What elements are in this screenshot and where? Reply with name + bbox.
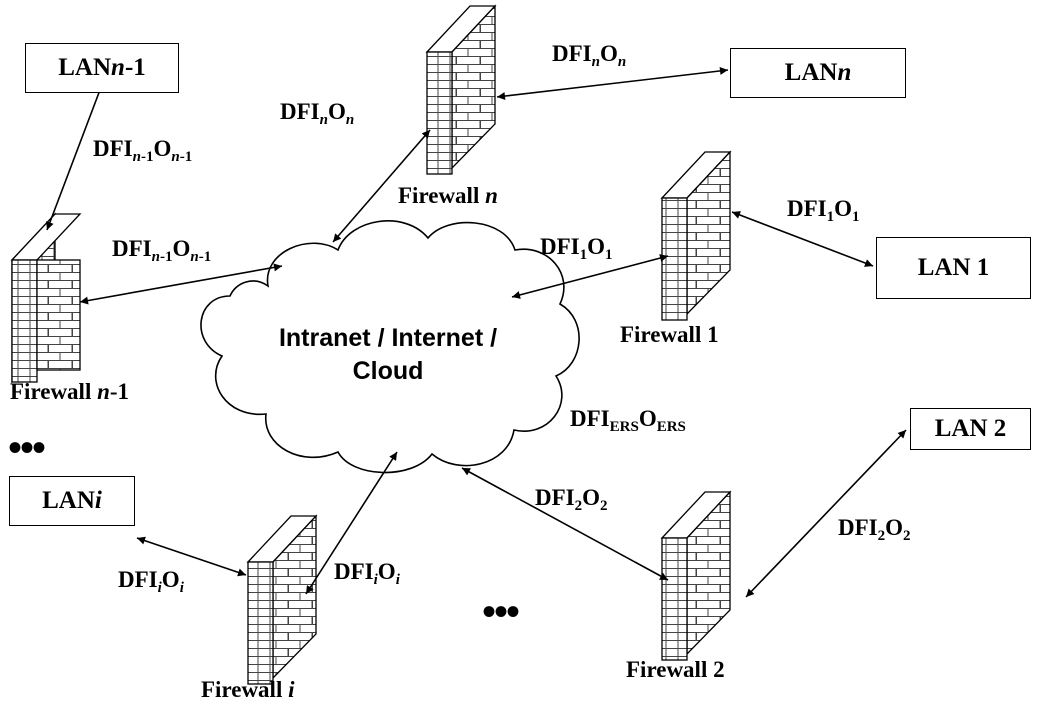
- lan-i-prefix: LAN: [42, 487, 95, 514]
- label-dfi-n-1-o-n-1-top: DFIn-1On-1: [93, 136, 193, 165]
- lan-n-var: n: [837, 59, 852, 86]
- firewall-i-label: Firewall i: [201, 677, 295, 702]
- cloud-line-2: Cloud: [352, 357, 424, 385]
- label-dfi-ers-o-ers: DFIERSOERS: [570, 406, 686, 435]
- lan-2-label: LAN 2: [934, 415, 1007, 442]
- label-dfi-2-o-2-right: DFI2O2: [838, 515, 911, 544]
- firewall-2-icon: [660, 490, 732, 661]
- link-firewall-n-cloud: [332, 129, 431, 243]
- link-cloud-firewall-1: [511, 254, 669, 299]
- lan-1-box: LAN 1: [876, 237, 1031, 299]
- lan-i-box: LAN i: [9, 476, 135, 526]
- lan-n-minus-1-prefix: LAN: [58, 54, 112, 81]
- lan-n-minus-1-var: n: [111, 54, 125, 81]
- link-lan-n1-firewall-n1: [46, 81, 104, 231]
- firewall-2-label: Firewall 2: [626, 657, 725, 682]
- label-dfi-n-o-n-left: DFInOn: [280, 99, 355, 128]
- label-dfi-n-1-o-n-1-mid: DFIn-1On-1: [112, 236, 212, 265]
- link-cloud-firewall-2: [461, 467, 669, 581]
- label-dfi-n-o-n-top: DFInOn: [552, 41, 627, 70]
- lan-i-var: i: [94, 487, 102, 514]
- label-dfi-i-o-i-left: DFIiOi: [118, 567, 184, 596]
- link-firewall-n1-cloud: [79, 263, 283, 305]
- label-dfi-i-o-i-right: DFIiOi: [334, 559, 400, 588]
- ellipsis-bottom: •••: [482, 589, 520, 634]
- link-firewall-n-lan-n: [496, 66, 729, 101]
- cloud-label: Intranet / Internet / Cloud: [228, 322, 548, 388]
- ellipsis-left: •••: [8, 425, 46, 470]
- firewall-n-icon: [425, 4, 497, 175]
- lan-n-prefix: LAN: [784, 59, 838, 86]
- lan-n-minus-1-suffix: -1: [124, 54, 146, 81]
- firewall-n-minus-1-label: Firewall n-1: [10, 379, 130, 404]
- lan-1-label: LAN 1: [917, 254, 990, 281]
- label-dfi-1-o-1-right: DFI1O1: [787, 196, 860, 225]
- firewall-n-label: Firewall n: [398, 183, 498, 208]
- link-lan-i-firewall-i: [136, 536, 247, 577]
- lan-n-minus-1-box: LAN n-1: [25, 43, 179, 93]
- firewall-1-icon: [660, 150, 732, 321]
- label-dfi-1-o-1-left: DFI1O1: [540, 234, 613, 263]
- firewall-n-minus-1-icon: [10, 212, 82, 384]
- lan-n-box: LAN n: [730, 48, 906, 98]
- label-dfi-2-o-2-left: DFI2O2: [535, 485, 608, 514]
- cloud-line-1: Intranet / Internet /: [278, 324, 498, 352]
- lan-2-box: LAN 2: [910, 408, 1031, 450]
- link-cloud-firewall-i: [305, 451, 398, 595]
- link-firewall-2-lan-2: [745, 429, 907, 598]
- link-firewall-1-lan-1: [731, 211, 874, 267]
- firewall-1-label: Firewall 1: [620, 322, 719, 347]
- firewall-i-icon: [246, 514, 318, 685]
